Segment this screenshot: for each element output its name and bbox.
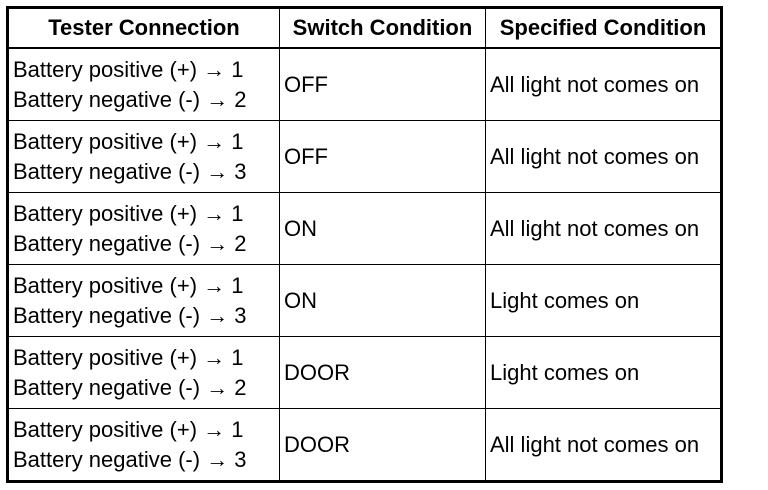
specified-condition-cell: All light not comes on — [485, 192, 722, 265]
table-row: Battery positive (+) → 1 Battery negativ… — [7, 192, 722, 265]
switch-condition-cell: DOOR — [279, 408, 486, 482]
tester-connection-cell: Battery positive (+) → 1 Battery negativ… — [7, 47, 280, 121]
tester-connection-cell: Battery positive (+) → 1 Battery negativ… — [7, 336, 280, 409]
tester-line-positive: Battery positive (+) → 1 — [13, 56, 244, 82]
specified-condition-cell: Light comes on — [485, 336, 722, 409]
table-header-row: Tester Connection Switch Condition Speci… — [7, 7, 722, 49]
switch-condition-cell: OFF — [279, 47, 486, 121]
tester-line-negative: Battery negative (-) → 2 — [13, 86, 247, 112]
header-switch-condition: Switch Condition — [279, 7, 486, 49]
table-row: Battery positive (+) → 1 Battery negativ… — [7, 408, 722, 482]
tester-line-negative: Battery negative (-) → 3 — [13, 158, 247, 184]
tester-line-negative: Battery negative (-) → 2 — [13, 230, 247, 256]
specified-condition-cell: All light not comes on — [485, 47, 722, 121]
table-row: Battery positive (+) → 1 Battery negativ… — [7, 47, 722, 121]
specified-condition-cell: Light comes on — [485, 264, 722, 337]
specified-condition-cell: All light not comes on — [485, 120, 722, 193]
inspection-table: Tester Connection Switch Condition Speci… — [6, 6, 723, 483]
tester-line-positive: Battery positive (+) → 1 — [13, 200, 244, 226]
tester-line-positive: Battery positive (+) → 1 — [13, 272, 244, 298]
tester-line-negative: Battery negative (-) → 3 — [13, 302, 247, 328]
switch-condition-cell: DOOR — [279, 336, 486, 409]
tester-line-positive: Battery positive (+) → 1 — [13, 416, 244, 442]
header-tester-connection: Tester Connection — [7, 7, 280, 49]
specified-condition-cell: All light not comes on — [485, 408, 722, 482]
table-row: Battery positive (+) → 1 Battery negativ… — [7, 336, 722, 409]
tester-connection-cell: Battery positive (+) → 1 Battery negativ… — [7, 192, 280, 265]
tester-line-negative: Battery negative (-) → 3 — [13, 446, 247, 472]
table-row: Battery positive (+) → 1 Battery negativ… — [7, 120, 722, 193]
switch-condition-cell: ON — [279, 264, 486, 337]
tester-connection-cell: Battery positive (+) → 1 Battery negativ… — [7, 120, 280, 193]
inspection-table-container: Tester Connection Switch Condition Speci… — [6, 6, 723, 483]
header-specified-condition: Specified Condition — [485, 7, 722, 49]
tester-connection-cell: Battery positive (+) → 1 Battery negativ… — [7, 408, 280, 482]
tester-line-positive: Battery positive (+) → 1 — [13, 344, 244, 370]
tester-line-positive: Battery positive (+) → 1 — [13, 128, 244, 154]
table-row: Battery positive (+) → 1 Battery negativ… — [7, 264, 722, 337]
tester-line-negative: Battery negative (-) → 2 — [13, 374, 247, 400]
switch-condition-cell: ON — [279, 192, 486, 265]
switch-condition-cell: OFF — [279, 120, 486, 193]
tester-connection-cell: Battery positive (+) → 1 Battery negativ… — [7, 264, 280, 337]
